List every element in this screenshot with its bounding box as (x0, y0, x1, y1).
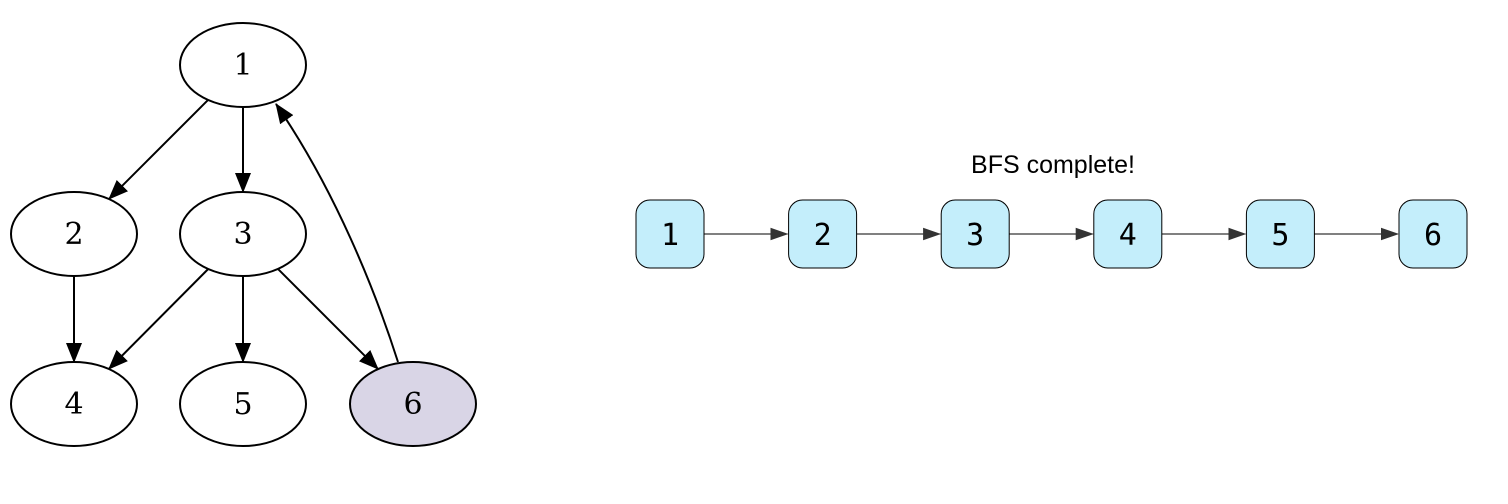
queue-item-label: 1 (661, 218, 679, 253)
queue-item-1: 1 (635, 199, 705, 269)
graph-node-5: 5 (179, 361, 307, 447)
graph-node-label: 1 (233, 48, 252, 83)
graph-node-shape (349, 361, 477, 447)
graph-nodes: 1 2 3 4 5 6 (10, 22, 477, 447)
queue-item-3: 3 (940, 199, 1010, 269)
queue-item-box (1245, 199, 1315, 269)
graph-node-label: 5 (233, 387, 252, 422)
graph-node-3: 3 (179, 191, 307, 277)
queue-item-2: 2 (788, 199, 858, 269)
graph-node-label: 4 (64, 387, 83, 422)
status-message: BFS complete! (971, 151, 1135, 179)
graph-node-label: 2 (64, 217, 83, 252)
queue-item-box (1398, 199, 1468, 269)
graph-node-4: 4 (10, 361, 138, 447)
graph-node-shape (179, 361, 307, 447)
queue-item-5: 5 (1245, 199, 1315, 269)
queue-item-label: 4 (1119, 218, 1137, 253)
graph-node-2: 2 (10, 191, 138, 277)
queue-nodes: 1 2 3 4 5 6 (635, 199, 1468, 269)
graph-edge-3-6 (277, 268, 379, 370)
queue-item-box (940, 199, 1010, 269)
graph-edge-6-1 (275, 103, 399, 363)
graph-node-label: 3 (233, 217, 252, 252)
queue-item-label: 6 (1424, 218, 1442, 253)
queue-item-box (635, 199, 705, 269)
graph-edges (66, 99, 399, 370)
graph-node-1: 1 (179, 22, 307, 108)
queue-item-box (1093, 199, 1163, 269)
graph-node-label: 6 (403, 387, 422, 422)
queue-item-label: 3 (966, 218, 984, 253)
queue-item-6: 6 (1398, 199, 1468, 269)
graph-node-shape (10, 361, 138, 447)
queue-item-label: 5 (1271, 218, 1289, 253)
graph-node-shape (179, 22, 307, 108)
queue-item-label: 2 (814, 218, 832, 253)
graph-node-6: 6 (349, 361, 477, 447)
graph-edge-3-4 (108, 268, 209, 370)
queue-item-4: 4 (1093, 199, 1163, 269)
graph-edge-1-2 (108, 99, 209, 200)
queue-item-box (788, 199, 858, 269)
graph-node-shape (10, 191, 138, 277)
graph-node-shape (179, 191, 307, 277)
